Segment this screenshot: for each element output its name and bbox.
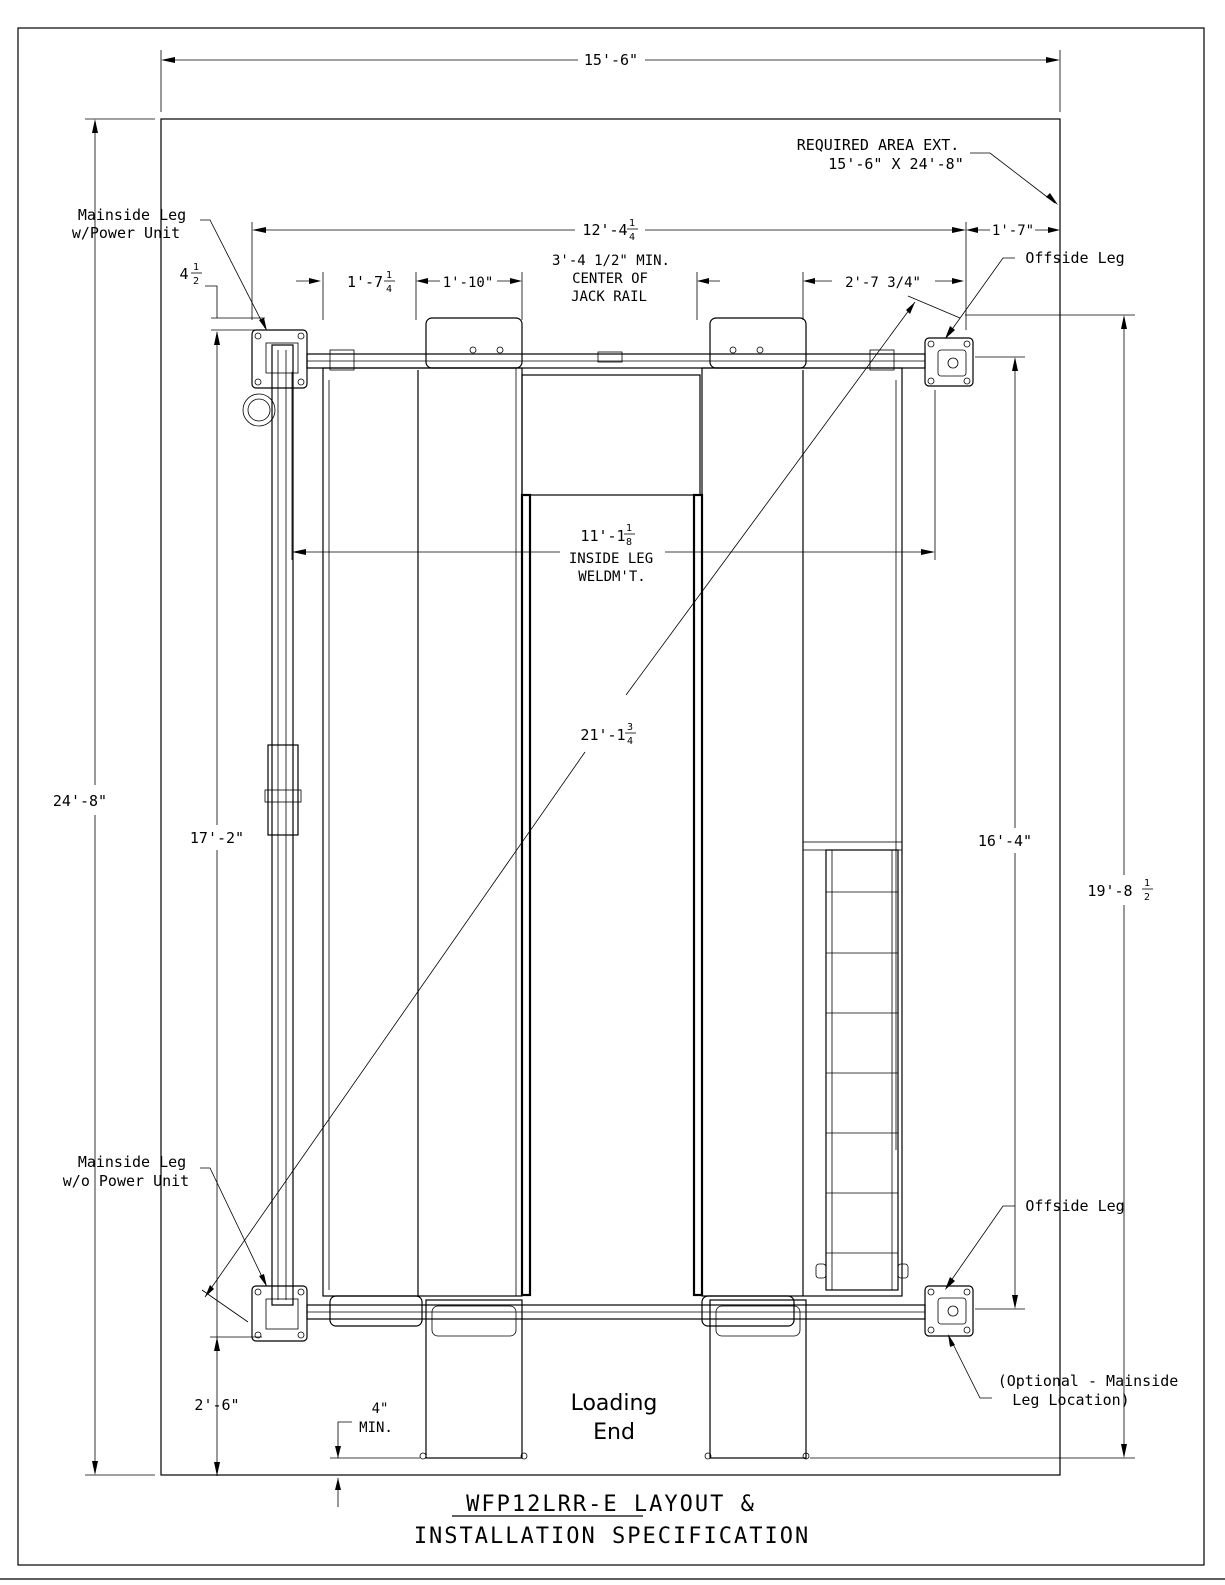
jack-rail-line1: 3'-4 1/2" MIN. (552, 253, 670, 269)
leg-span-frac-den: 4 (629, 232, 635, 243)
right-total-frac-num: 1 (1144, 878, 1150, 889)
top-offset-frac-num: 1 (193, 262, 199, 273)
offside-clearance-label: 1'-7" (992, 223, 1034, 239)
overall-length-label: 24'-8" (53, 792, 107, 810)
optional-location-callout: (Optional - Mainside Leg Location) (948, 1334, 1178, 1409)
left-offset-frac-den: 4 (386, 284, 392, 295)
runway-width-label: 1'-10" (443, 275, 494, 291)
offside-bottom-callout: Offside Leg (945, 1197, 1125, 1290)
mainside-power-callout: Mainside Leg w/Power Unit (72, 206, 267, 331)
sheet-border (17, 27, 1205, 1566)
loading-end-line1: Loading (571, 1391, 658, 1416)
bottom-clear-dimension: 2'-6" (194, 1337, 240, 1476)
ladder (815, 849, 909, 1291)
required-area-line1: REQUIRED AREA EXT. (797, 136, 960, 154)
diagonal-frac-num: 3 (627, 722, 633, 733)
diagonal-label: 21'-1 (580, 726, 625, 744)
right-post-span-dimension: 16'-4" (975, 356, 1032, 1310)
diagonal-frac-den: 4 (627, 736, 633, 747)
mainside-power-line1: Mainside Leg (78, 206, 186, 224)
overall-width-dimension: 15'-6" (160, 50, 1061, 112)
top-offset-frac-den: 2 (193, 276, 199, 287)
right-total-label: 19'-8 (1087, 882, 1132, 900)
left-offset-frac-num: 1 (386, 270, 392, 281)
offside-top-label: Offside Leg (1025, 249, 1124, 267)
runway-width-dimension: 1'-10" (415, 272, 523, 320)
left-offset-label: 1'-7 (347, 273, 383, 291)
inside-leg-line2: INSIDE LEG (569, 551, 653, 567)
right-total-frac-den: 2 (1144, 892, 1150, 903)
lift-drawing (242, 317, 974, 1460)
jack-rail-line3: JACK RAIL (571, 289, 647, 305)
title-line1: WFP12LRR-E LAYOUT & (466, 1492, 756, 1517)
inside-leg-frac-num: 1 (626, 523, 632, 534)
loading-end-line2: End (593, 1420, 635, 1445)
required-area-line2: 15'-6" X 24'-8" (828, 155, 963, 173)
offside-clearance-dimension: 1'-7" (966, 223, 1060, 239)
mainside-leg-top (251, 329, 308, 389)
drawing-title: WFP12LRR-E LAYOUT & INSTALLATION SPECIFI… (414, 1492, 810, 1549)
required-area-callout: REQUIRED AREA EXT. 15'-6" X 24'-8" (797, 136, 1058, 205)
top-offset-label: 4 (179, 265, 188, 283)
top-offset-dimension: 4 1 2 (179, 262, 265, 331)
approach-min-line1: 4" (372, 1401, 389, 1417)
left-post-span-dimension: 17'-2" (190, 331, 262, 1476)
jack-rail-line2: CENTER OF (572, 271, 648, 287)
offside-top-callout: Offside Leg (945, 249, 1125, 339)
right-offset-label: 2'-7 3/4" (845, 275, 921, 291)
approach-min-line2: MIN. (359, 1420, 393, 1436)
required-area-outline (160, 118, 1061, 1476)
inside-leg-dimension: 11'-1 1 8 INSIDE LEG WELDM'T. (291, 372, 936, 585)
right-post-span-label: 16'-4" (978, 832, 1032, 850)
offside-leg-top (924, 337, 974, 387)
mainside-nopower-line2: w/o Power Unit (63, 1172, 189, 1190)
leg-span-label: 12'-4 (582, 221, 627, 239)
optional-line2: Leg Location) (1012, 1391, 1129, 1409)
inside-leg-frac-den: 8 (626, 537, 632, 548)
left-post-span-label: 17'-2" (190, 829, 244, 847)
jack-rail-dimension: 3'-4 1/2" MIN. CENTER OF JACK RAIL (552, 253, 720, 320)
overall-length-dimension: 24'-8" (53, 118, 155, 1476)
mainside-nopower-line1: Mainside Leg (78, 1153, 186, 1171)
approach-ramps (419, 1299, 810, 1460)
mainside-power-line2: w/Power Unit (72, 224, 180, 242)
approach-min-dimension: 4" MIN. (330, 1401, 420, 1507)
offside-bottom-label: Offside Leg (1025, 1197, 1124, 1215)
bottom-clear-label: 2'-6" (194, 1396, 239, 1414)
mainside-nopower-callout: Mainside Leg w/o Power Unit (63, 1153, 267, 1287)
mainside-leg-bottom (251, 1285, 308, 1342)
optional-line1: (Optional - Mainside (998, 1372, 1179, 1390)
leg-span-frac-num: 1 (629, 218, 635, 229)
leg-span-dimension: 12'-4 1 4 (251, 218, 967, 330)
right-offset-dimension: 2'-7 3/4" (802, 272, 964, 320)
left-offset-dimension: 1'-7 1 4 (296, 270, 395, 320)
overall-width-label: 15'-6" (584, 51, 638, 69)
inside-leg-label: 11'-1 (580, 527, 625, 545)
title-line2: INSTALLATION SPECIFICATION (414, 1524, 810, 1549)
diagonal-dimension: 21'-1 3 4 (201, 295, 961, 1323)
offside-leg-bottom (924, 1285, 974, 1337)
right-total-dimension: 19'-8 1 2 (810, 314, 1153, 1459)
inside-leg-line3: WELDM'T. (578, 569, 645, 585)
